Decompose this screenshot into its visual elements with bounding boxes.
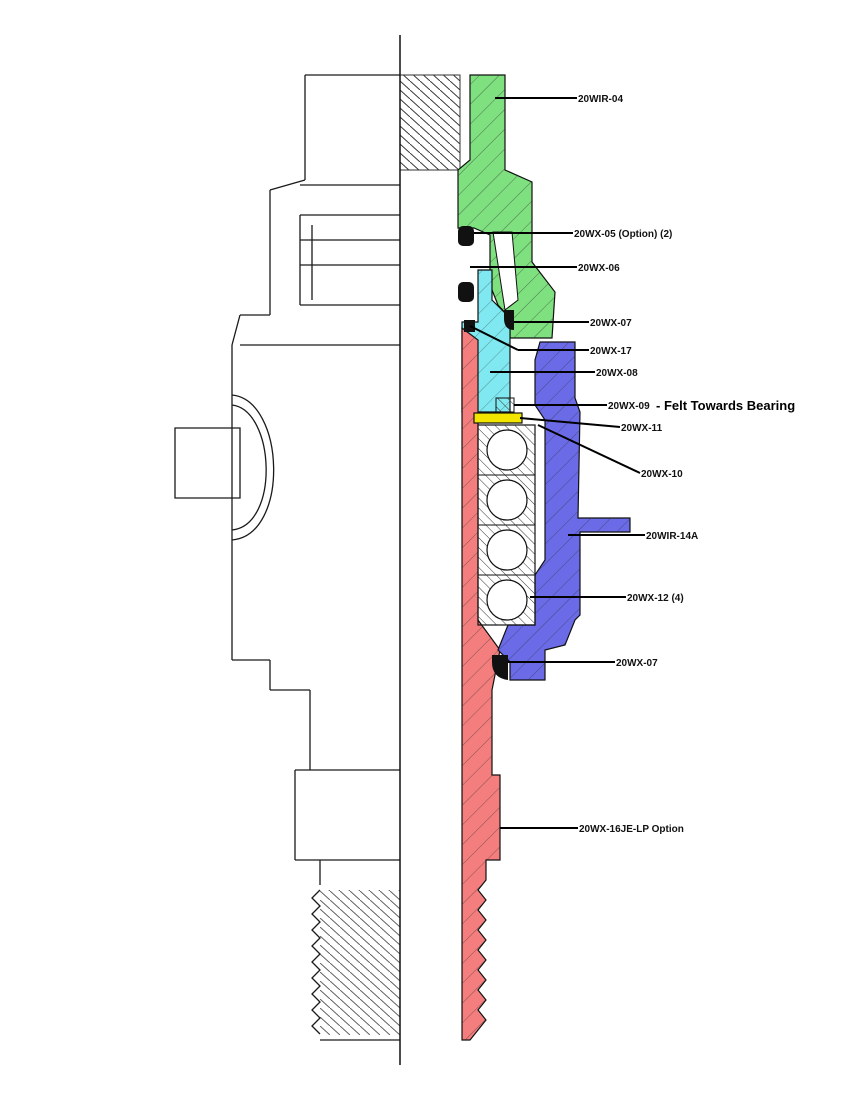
callout-20wx-07-lower: 20WX-07 [616, 658, 658, 669]
callout-20wx-10: 20WX-10 [641, 469, 683, 480]
note-felt-towards-bearing: - Felt Towards Bearing [656, 398, 795, 413]
part-20wx-11-washer [473, 412, 523, 424]
callout-20wx-06: 20WX-06 [578, 263, 620, 274]
callout-20wx-12: 20WX-12 (4) [627, 593, 684, 604]
leader-lines [469, 97, 645, 829]
exterior-outline [174, 74, 461, 1041]
seal-20wx-05-lower [458, 282, 474, 302]
seal-20wx-17 [464, 320, 475, 332]
bearing-ball [486, 429, 528, 471]
callout-20wx-08: 20WX-08 [596, 368, 638, 379]
bearing-stack-20wx-12 [477, 424, 536, 626]
callout-20wir-04: 20WIR-04 [578, 94, 623, 105]
seal-20wx-07-upper [504, 310, 514, 330]
callout-20wx-17: 20WX-17 [590, 346, 632, 357]
seal-20wx-07-lower [492, 655, 508, 680]
callout-20wx-07-upper: 20WX-07 [590, 318, 632, 329]
callout-20wir-14a: 20WIR-14A [646, 531, 698, 542]
callout-20wx-09: 20WX-09 [608, 401, 650, 412]
callout-20wx-11: 20WX-11 [621, 423, 663, 434]
seal-20wx-05-upper [458, 226, 474, 246]
bearing-ball [486, 579, 528, 621]
bearing-ball [486, 479, 528, 521]
callout-20wx-05: 20WX-05 (Option) (2) [574, 229, 672, 240]
callout-20wx-16je-lp: 20WX-16JE-LP Option [579, 824, 684, 835]
part-20wx-09-felt [495, 397, 515, 413]
bearing-ball [486, 529, 528, 571]
